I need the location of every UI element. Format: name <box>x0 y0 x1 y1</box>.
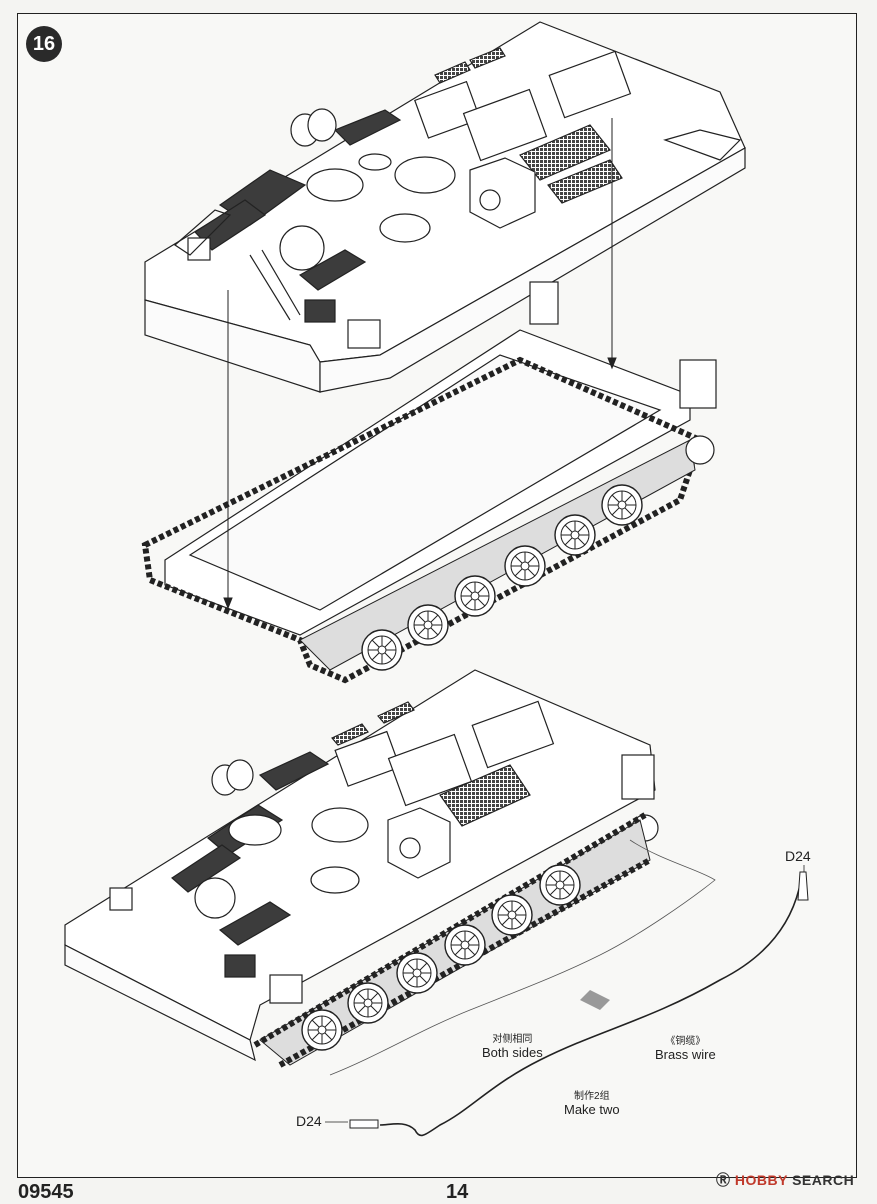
make-two-en: Make two <box>564 1102 620 1117</box>
watermark-logo: Ⓡ HOBBY SEARCH <box>716 1170 854 1190</box>
make-two-cn: 制作2组 <box>574 1091 610 1102</box>
watermark-suffix: SEARCH <box>792 1172 855 1188</box>
part-d24-bottom-label: D24 <box>296 1113 322 1129</box>
step-number-badge: 16 <box>26 26 62 62</box>
watermark-logo-glyph: Ⓡ <box>716 1172 735 1188</box>
side-marker <box>580 990 610 1010</box>
both-sides-cn: 对侧相同 <box>492 1034 533 1045</box>
brass-wire-drawing <box>325 865 809 1137</box>
watermark-brand: HOBBY <box>734 1172 788 1188</box>
upper-hull-top <box>144 21 746 393</box>
part-d24-top-label: D24 <box>785 848 811 864</box>
kit-number: 09545 <box>18 1181 74 1203</box>
tow-cable-path <box>329 839 716 1076</box>
make-two-note: 制作2组 Make two <box>564 1087 620 1117</box>
brass-wire-en: Brass wire <box>655 1047 716 1062</box>
brass-wire-note: 《铜缆》 Brass wire <box>655 1032 716 1062</box>
both-sides-note: 对侧相同 Both sides <box>482 1030 543 1060</box>
both-sides-en: Both sides <box>482 1045 543 1060</box>
brass-wire-cn: 《铜缆》 <box>665 1036 706 1047</box>
lower-hull-top <box>141 281 717 684</box>
page-number: 14 <box>446 1181 469 1203</box>
assembly-arrows <box>223 118 617 610</box>
